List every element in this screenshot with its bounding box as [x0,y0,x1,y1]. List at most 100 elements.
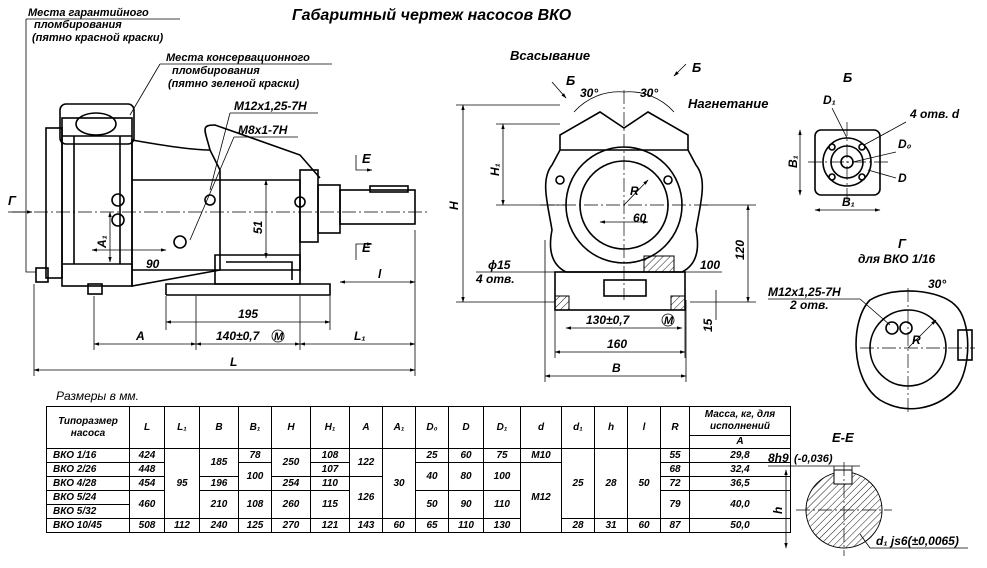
cell-mass: 32,4 [689,462,791,477]
dim-60: 60 [633,211,647,225]
section-ee-shaft: d₁ js6(±0,0065) [876,534,959,548]
angle-left: 30° [580,86,598,100]
cell-H1: 108 [310,448,350,463]
cell-model: ВКО 1/16 [46,448,130,463]
cell-D0: 25 [415,448,449,463]
col-H: H [271,406,311,449]
cell-D1: 110 [483,490,521,519]
dim-R: R [630,184,639,198]
col-A: A [349,406,383,449]
cell-A1: 30 [382,448,416,519]
cell-d: M10 [520,448,562,463]
col-L1: L₁ [164,406,200,449]
cell-H: 254 [271,476,311,491]
view-b-b1-horizontal: B₁ [842,195,855,209]
col-mass: Масса, кг, для исполнений [689,406,791,436]
view-b: Б D₁ 4 отв. d D₀ D B₁ B₁ [786,70,960,212]
cell-B: 196 [199,476,239,491]
section-b-left: Б [566,73,575,88]
dim-B: B [612,361,621,375]
cell-H1: 121 [310,518,350,533]
view-g-marker: Г [8,193,17,208]
view-g-title-2: для ВКО 1/16 [858,252,936,266]
view-b-title: Б [843,70,852,85]
section-ee-title: E-E [832,430,854,445]
cell-D0: 50 [415,490,449,519]
view-g-thread-1: M12x1,25-7H [768,285,841,299]
dim-195: 195 [238,307,258,321]
cell-B1: 125 [238,518,272,533]
view-g-r: R [912,333,921,347]
cell-L: 448 [129,462,165,477]
col-l: l [627,406,661,449]
dim-51: 51 [251,220,265,234]
dim-100: 100 [700,258,720,272]
dim-120: 120 [733,240,747,260]
angle-right: 30° [640,86,658,100]
table-header-row: Типоразмер насоса L L₁ B B₁ H H₁ A A₁ D₀… [46,406,791,449]
cell-H: 250 [271,448,311,477]
section-e-top: E [362,151,371,166]
cell-A1: 60 [382,518,416,533]
warranty-seal-line-1: Места гарантийного [28,7,149,19]
warranty-seal-leader [25,19,36,273]
col-R: R [660,406,690,449]
discharge-label: Нагнетание [688,96,768,111]
dim-160: 160 [607,337,627,351]
col-D: D [448,406,484,449]
cell-R: 72 [660,476,690,491]
dim-l-small: l [378,267,382,281]
cell-H1: 107 [310,462,350,477]
dim-130-tol: M [664,315,674,327]
col-d1: d₁ [561,406,595,449]
cell-R: 87 [660,518,690,533]
cell-h: 31 [594,518,628,533]
drawing-title: Габаритный чертеж насосов ВКО [292,7,572,24]
col-D0: D₀ [415,406,449,449]
dim-4holes: 4 отв. [475,272,515,286]
table-row: ВКО 10/45 508 112 240 125 270 121 143 60… [46,518,791,533]
warranty-seal-line-3: (пятно красной краски) [32,32,164,44]
cell-B: 210 [199,490,239,519]
thread-m12-label: M12x1,25-7H [234,99,307,113]
cell-mass: 29,8 [689,448,791,463]
section-e-bottom: E [362,240,371,255]
conservation-seal-line-3: (пятно зеленой краски) [168,78,300,90]
cell-A: 126 [349,476,383,519]
cell-D1: 100 [483,462,521,491]
view-g-title-1: Г [898,236,907,251]
dim-l1: L₁ [354,329,366,343]
cell-D: 110 [448,518,484,533]
cell-d1: 25 [561,448,595,519]
cell-R: 55 [660,448,690,463]
cell-l: 60 [627,518,661,533]
front-view: Всасывание Нагнетание Б Б 30° 30° H H₁ [447,48,768,382]
cell-D: 90 [448,490,484,519]
cell-h: 28 [594,448,628,519]
cell-H1: 110 [310,476,350,491]
view-b-holes: 4 отв. d [909,107,960,121]
dim-a: A [135,329,145,343]
col-model: Типоразмер насоса [46,406,130,449]
cell-mass: 36,5 [689,476,791,491]
cell-H: 270 [271,518,311,533]
view-b-d0: D₀ [898,137,912,151]
cell-D: 80 [448,462,484,491]
col-H1: H₁ [310,406,350,449]
cell-B1: 78 [238,448,272,463]
cell-B: 185 [199,448,239,477]
dim-H: H [447,201,461,210]
units-caption: Размеры в мм. [56,389,139,403]
cell-D0: 40 [415,462,449,491]
dim-L: L [230,355,237,369]
dim-130: 130±0,7 [586,313,631,327]
view-b-b1-vertical: B₁ [786,155,800,168]
warranty-seal-line-2: пломбирования [34,19,122,31]
cell-model: ВКО 10/45 [46,518,130,533]
dim-90: 90 [146,257,160,271]
col-h: h [594,406,628,449]
table-row: ВКО 1/16 424 95 185 78 250 108 122 30 25… [46,448,791,519]
table-row: ВКО 4/28 454 196 254 110 126 72 36,5 [46,476,791,519]
col-mass-a: A [689,435,791,449]
